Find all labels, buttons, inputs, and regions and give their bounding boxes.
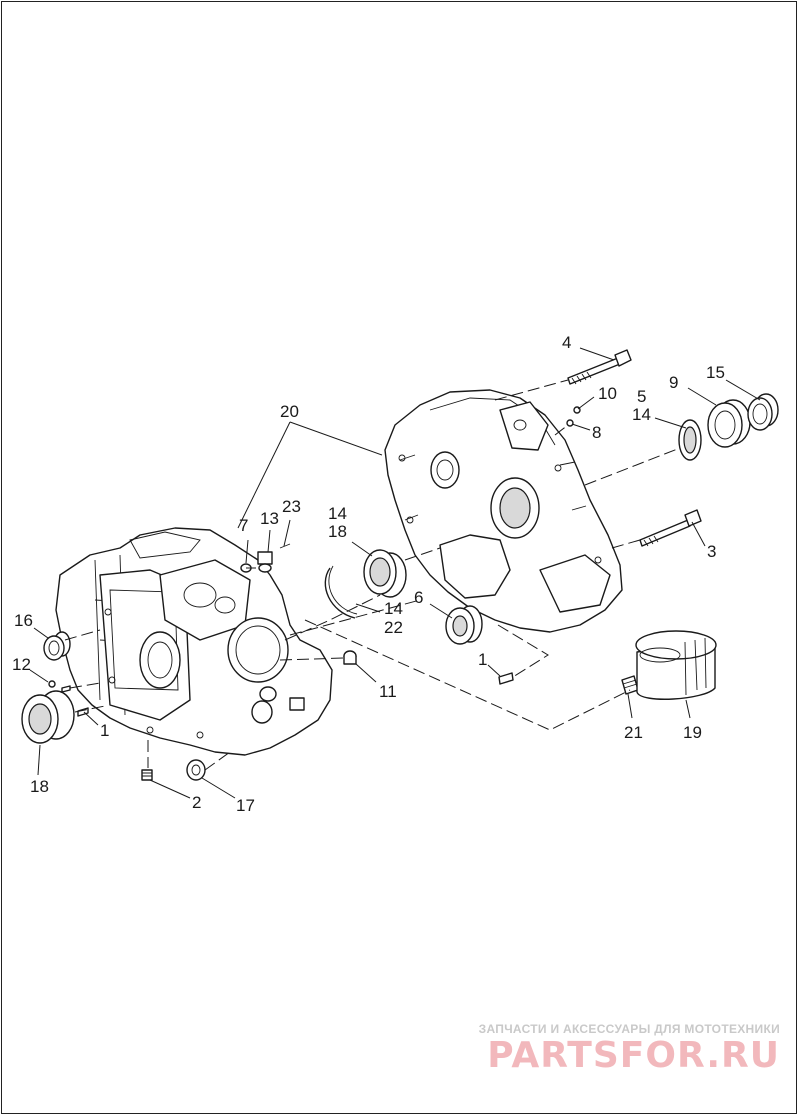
callout-15: 15	[706, 363, 725, 382]
callout-18-left: 18	[30, 777, 49, 796]
callout-14-right: 14	[632, 405, 651, 424]
watermark: ЗАПЧАСТИ И АКСЕССУАРЫ ДЛЯ МОТОТЕХНИКИ PA…	[479, 1022, 780, 1076]
bushing-15	[747, 393, 779, 431]
callout-labels: 4 10 8 5 14 9 15 3 20 7 13 23 14 18 14 2…	[12, 333, 725, 815]
callout-1-left: 1	[100, 721, 109, 740]
callout-4: 4	[562, 333, 571, 352]
retaining-ring-21	[324, 567, 356, 619]
callout-13: 13	[260, 509, 279, 528]
seal-17	[186, 759, 206, 781]
dowel-10	[343, 650, 357, 665]
callout-14-top: 14	[328, 504, 347, 523]
bolt-3	[639, 509, 702, 547]
oil-filter-22	[635, 630, 717, 700]
bearing-18-middle	[363, 549, 407, 598]
seal-5	[678, 419, 702, 461]
callout-6: 6	[414, 588, 423, 607]
left-crankcase	[55, 527, 333, 756]
callout-3: 3	[707, 542, 716, 561]
callout-18-top: 18	[328, 522, 347, 541]
dowel-8	[566, 419, 574, 427]
bearing-16	[43, 631, 71, 661]
callout-12: 10	[598, 384, 617, 403]
bolt-4	[567, 349, 632, 385]
pin-11	[48, 680, 56, 688]
callout-1-right: 1	[478, 650, 487, 669]
seal-6	[445, 605, 483, 645]
leader-lines	[29, 347, 761, 799]
callout-2: 2	[192, 793, 201, 812]
callout-11: 12	[12, 655, 31, 674]
screw-11b	[61, 685, 71, 693]
right-crankcase	[384, 389, 623, 633]
screw-1-right	[498, 672, 514, 685]
sensor-13	[257, 551, 273, 573]
callout-7: 7	[239, 516, 248, 535]
callout-5: 5	[637, 387, 646, 406]
callout-20: 21	[624, 723, 643, 742]
watermark-subtitle: ЗАПЧАСТИ И АКСЕССУАРЫ ДЛЯ МОТОТЕХНИКИ	[478, 1022, 780, 1036]
watermark-brand: PARTSFOR.RU	[487, 1035, 780, 1076]
callout-21: 22	[384, 618, 403, 637]
callout-8: 8	[592, 423, 601, 442]
callout-14-mid: 14	[384, 599, 403, 618]
screw-23	[279, 543, 291, 549]
bearing-18-left	[21, 690, 75, 744]
callout-19: 20	[280, 402, 299, 421]
callout-9: 9	[669, 373, 678, 392]
plug-2	[141, 769, 153, 781]
bearing-9	[707, 399, 751, 448]
callout-23: 23	[282, 497, 301, 516]
callout-16: 16	[14, 611, 33, 630]
callout-22: 19	[683, 723, 702, 742]
callout-10: 11	[379, 682, 397, 701]
callout-17: 17	[236, 796, 255, 815]
fitting-20	[621, 675, 639, 695]
